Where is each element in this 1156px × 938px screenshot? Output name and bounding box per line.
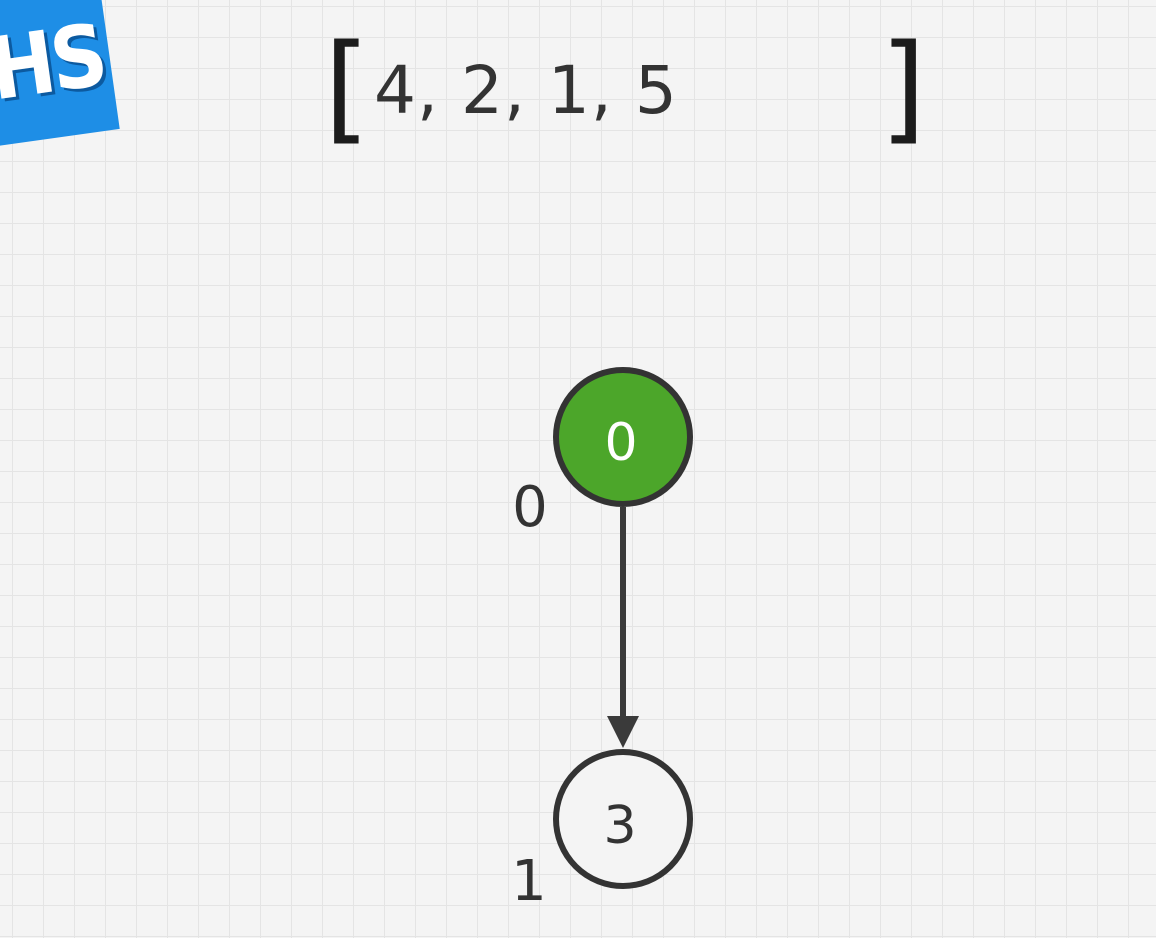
node-index-label: 1 (511, 849, 547, 914)
node-circle (553, 749, 693, 889)
tree-edge (607, 507, 639, 748)
array-open-bracket: [ (324, 18, 371, 156)
tree-node-child: 3 (553, 749, 693, 889)
tree-node-root: 0 (553, 367, 693, 507)
node-value: 3 (603, 796, 636, 856)
array-values: 4, 2, 1, 5 (374, 52, 678, 129)
array-close-bracket: ] (880, 18, 927, 156)
node-index-label: 0 (512, 475, 548, 540)
node-value: 0 (604, 413, 637, 473)
node-circle (553, 367, 693, 507)
arrowhead-icon (607, 716, 639, 748)
